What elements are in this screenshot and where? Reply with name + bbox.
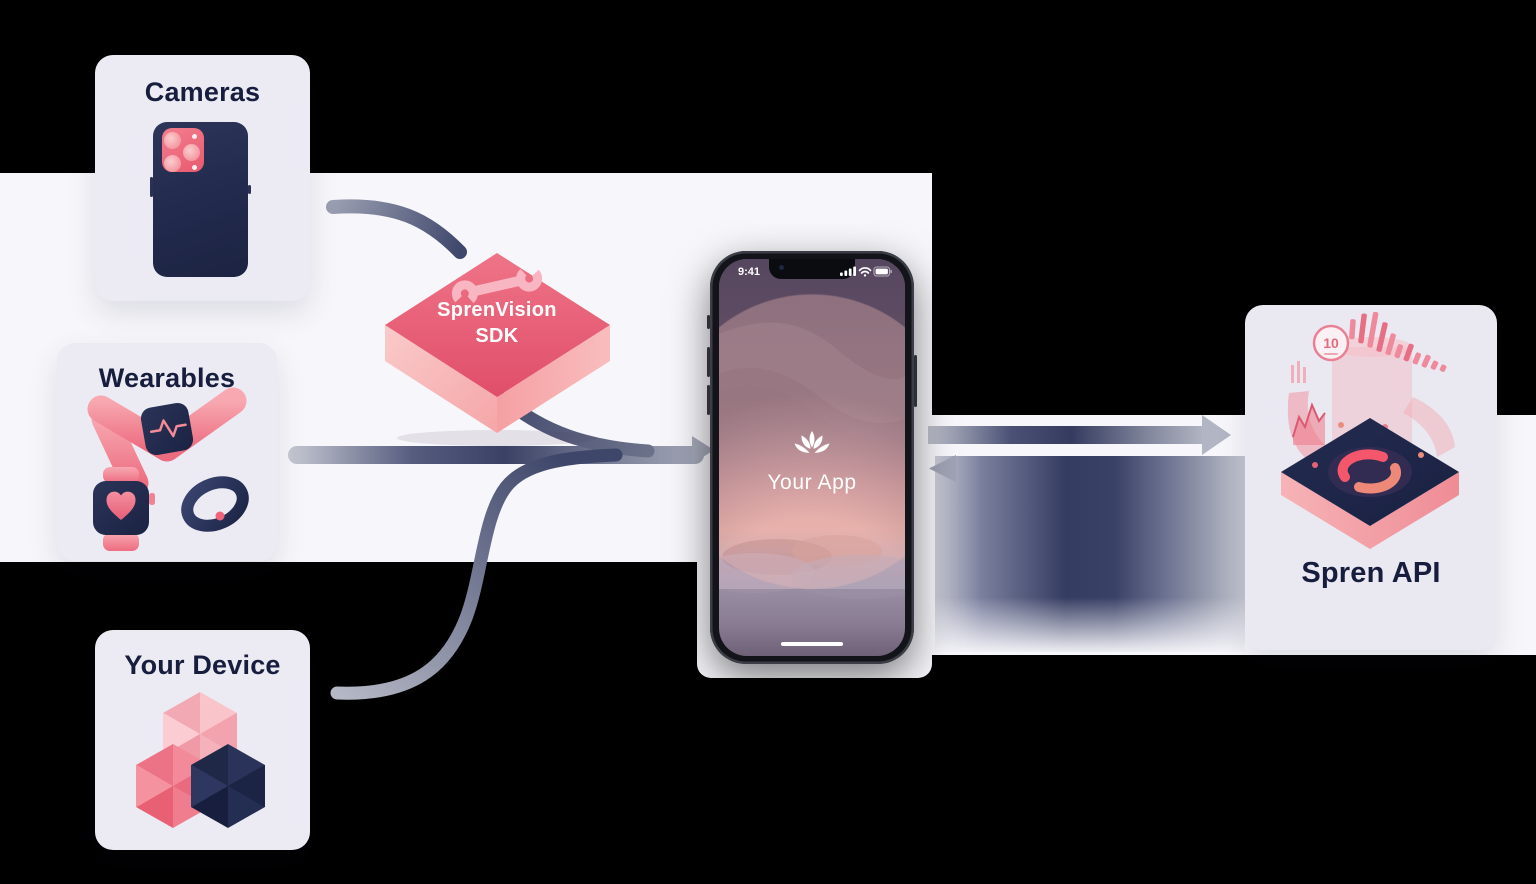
sdk-label-line1: SprenVision [437, 299, 557, 321]
wallpaper-waves [719, 322, 905, 656]
phone-side-button [914, 355, 917, 407]
card-cameras-title: Cameras [144, 77, 261, 107]
status-bar-time: 9:41 [738, 266, 761, 278]
flow-app-to-api [928, 426, 1204, 444]
arrow-right-icon [692, 436, 714, 464]
card-wearables-title: Wearables [98, 363, 236, 393]
flow-api-to-app-stream [935, 456, 1245, 652]
phone-volume-up-button [707, 347, 710, 377]
card-wearables: Wearables [57, 343, 277, 561]
arrow-right-icon [1202, 415, 1231, 455]
score-badge-value: 10 [1323, 335, 1339, 351]
wearables-illustration [87, 387, 249, 551]
score-badge: 10 [1312, 324, 1350, 362]
card-cameras: Cameras [95, 55, 310, 301]
smartwatch [93, 467, 155, 551]
battery-icon [873, 266, 892, 277]
camera-flash-dot [192, 134, 197, 139]
phone-power-button [248, 185, 251, 194]
sdk-label-line2: SDK [475, 325, 519, 347]
camera-lens-icon [164, 155, 181, 172]
flow-cameras-to-sdk [326, 199, 467, 259]
card-spren-api-title: Spren API [1301, 557, 1441, 589]
wifi-icon [858, 267, 872, 277]
wristband-tracker-face [140, 402, 194, 456]
camera-lens-icon [164, 132, 181, 149]
arrow-left-icon [929, 455, 956, 482]
camera-mic-dot [192, 165, 197, 170]
sdk-box-label: SprenVision SDK [380, 297, 614, 349]
card-your-device-title: Your Device [124, 650, 281, 680]
card-your-device: Your Device [95, 630, 310, 850]
status-bar-icons [840, 266, 892, 277]
lotus-icon [794, 431, 830, 453]
ecg-icon [149, 419, 187, 438]
camera-phone-illustration [150, 122, 251, 277]
camera-module [162, 128, 204, 172]
signal-bars-icon [840, 266, 856, 276]
home-indicator [781, 641, 843, 646]
heart-icon [106, 491, 136, 520]
fitness-band-ring [181, 476, 249, 532]
phone-mockup: 9:41 [707, 251, 917, 664]
front-camera-dot [779, 265, 784, 270]
camera-lens-icon [183, 144, 200, 161]
phone-screen: 9:41 [719, 259, 905, 656]
phone-mute-switch [707, 315, 710, 329]
app-name-label: Your App [767, 471, 857, 494]
sdk-box [385, 253, 610, 446]
spren-api-illustration: 10 [1281, 311, 1459, 549]
phone-volume-button [150, 177, 153, 197]
band-sensor-dot [215, 511, 225, 521]
flow-device-to-app [330, 448, 623, 700]
mini-bar-chart [1349, 311, 1447, 372]
phone-volume-down-button [707, 385, 710, 415]
phone-notch [769, 259, 855, 279]
card-spren-api: 10 Spren API [1245, 305, 1497, 650]
wrench-icon [451, 265, 543, 307]
